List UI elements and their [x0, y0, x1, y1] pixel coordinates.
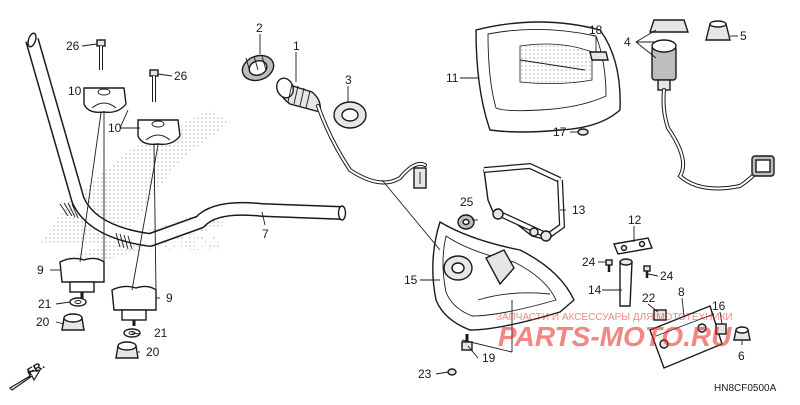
callout-25: 25: [460, 195, 474, 209]
switch-part-1: [276, 77, 427, 189]
callout-9-right: 9: [166, 291, 173, 305]
grommet-part-2: [241, 54, 275, 82]
plate-part-12: [613, 237, 653, 255]
ring-nut-part-3: [333, 101, 367, 129]
callout-21-left: 21: [38, 297, 52, 311]
lower-holder-part-9-right: [111, 285, 157, 326]
clip-part-18: [589, 51, 609, 61]
callout-15: 15: [404, 273, 418, 287]
callout-18: 18: [589, 23, 603, 37]
callout-9-left: 9: [37, 263, 44, 277]
cap-part-5: [705, 20, 731, 41]
nut-part-6: [733, 326, 751, 341]
callout-22: 22: [642, 291, 656, 305]
callout-20-right: 20: [146, 345, 160, 359]
diagram-code: HN8CF0500A: [714, 383, 777, 394]
callout-13: 13: [572, 203, 586, 217]
callout-21-right: 21: [154, 326, 168, 340]
site-watermark: ЗАПЧАСТИ И АКСЕССУАРЫ ДЛЯ МОТОТЕХНИКИ PA…: [496, 312, 733, 352]
front-direction-arrow: FR.: [9, 359, 47, 391]
callout-24-left: 24: [582, 255, 596, 269]
upper-holder-part-10-right: [137, 119, 181, 146]
bolt-part-24-right: [643, 265, 651, 278]
screw-part-19: [461, 334, 473, 351]
bolt-part-16: [715, 323, 727, 335]
cover-part-11: [475, 21, 621, 133]
lower-holder-part-9-left: [59, 257, 105, 298]
callout-16: 16: [712, 299, 726, 313]
callout-26-left: 26: [66, 39, 80, 53]
callout-1: 1: [293, 39, 300, 53]
callout-12: 12: [628, 213, 642, 227]
callout-8: 8: [678, 285, 685, 299]
leader-lines: [50, 29, 743, 375]
nut-part-20-right: [115, 341, 139, 359]
callout-20-left: 20: [36, 315, 50, 329]
callouts: 1 2 3 4 5 6 7 8 9 9 10 10 11 12 13 14 15…: [36, 21, 747, 381]
assembly-guide-lines: [79, 112, 159, 291]
callout-11: 11: [446, 71, 459, 85]
callout-19: 19: [482, 351, 496, 365]
nut-part-22: [653, 309, 667, 321]
callout-24-right: 24: [660, 269, 674, 283]
callout-23: 23: [418, 367, 432, 381]
front-label: FR.: [26, 359, 47, 378]
watermark-text: ЗАПЧАСТИ И АКСЕССУАРЫ ДЛЯ МОТОТЕХНИКИ: [496, 312, 733, 323]
washer-part-21-left: [69, 297, 87, 307]
bolt-part-26-right: [149, 69, 159, 102]
callout-10-left: 10: [68, 84, 82, 98]
callout-4: 4: [624, 35, 631, 49]
callout-10-right: 10: [108, 121, 122, 135]
bolt-part-26-left: [96, 39, 106, 70]
callout-2: 2: [256, 21, 263, 35]
callout-6: 6: [738, 349, 745, 363]
callout-7: 7: [262, 227, 269, 241]
screw-part-23: [447, 368, 457, 376]
bracket-part-13: [483, 162, 566, 242]
bolt-part-24-left: [605, 259, 613, 272]
callout-14: 14: [588, 283, 602, 297]
plate-part-8: [649, 305, 723, 369]
nut-part-20-left: [61, 313, 85, 331]
lower-cover-part-15: [432, 220, 575, 331]
screw-part-17: [577, 128, 589, 136]
callout-3: 3: [345, 73, 352, 87]
watermark-logo: PARTS-MOTO.RU: [498, 321, 732, 352]
socket-part-4: [649, 19, 775, 191]
upper-holder-part-10-left: [83, 87, 127, 114]
grommet-part-25: [457, 214, 475, 230]
callout-26-right: 26: [174, 69, 188, 83]
callout-17: 17: [553, 125, 567, 139]
rod-part-14: [619, 258, 633, 307]
callout-5: 5: [740, 29, 747, 43]
